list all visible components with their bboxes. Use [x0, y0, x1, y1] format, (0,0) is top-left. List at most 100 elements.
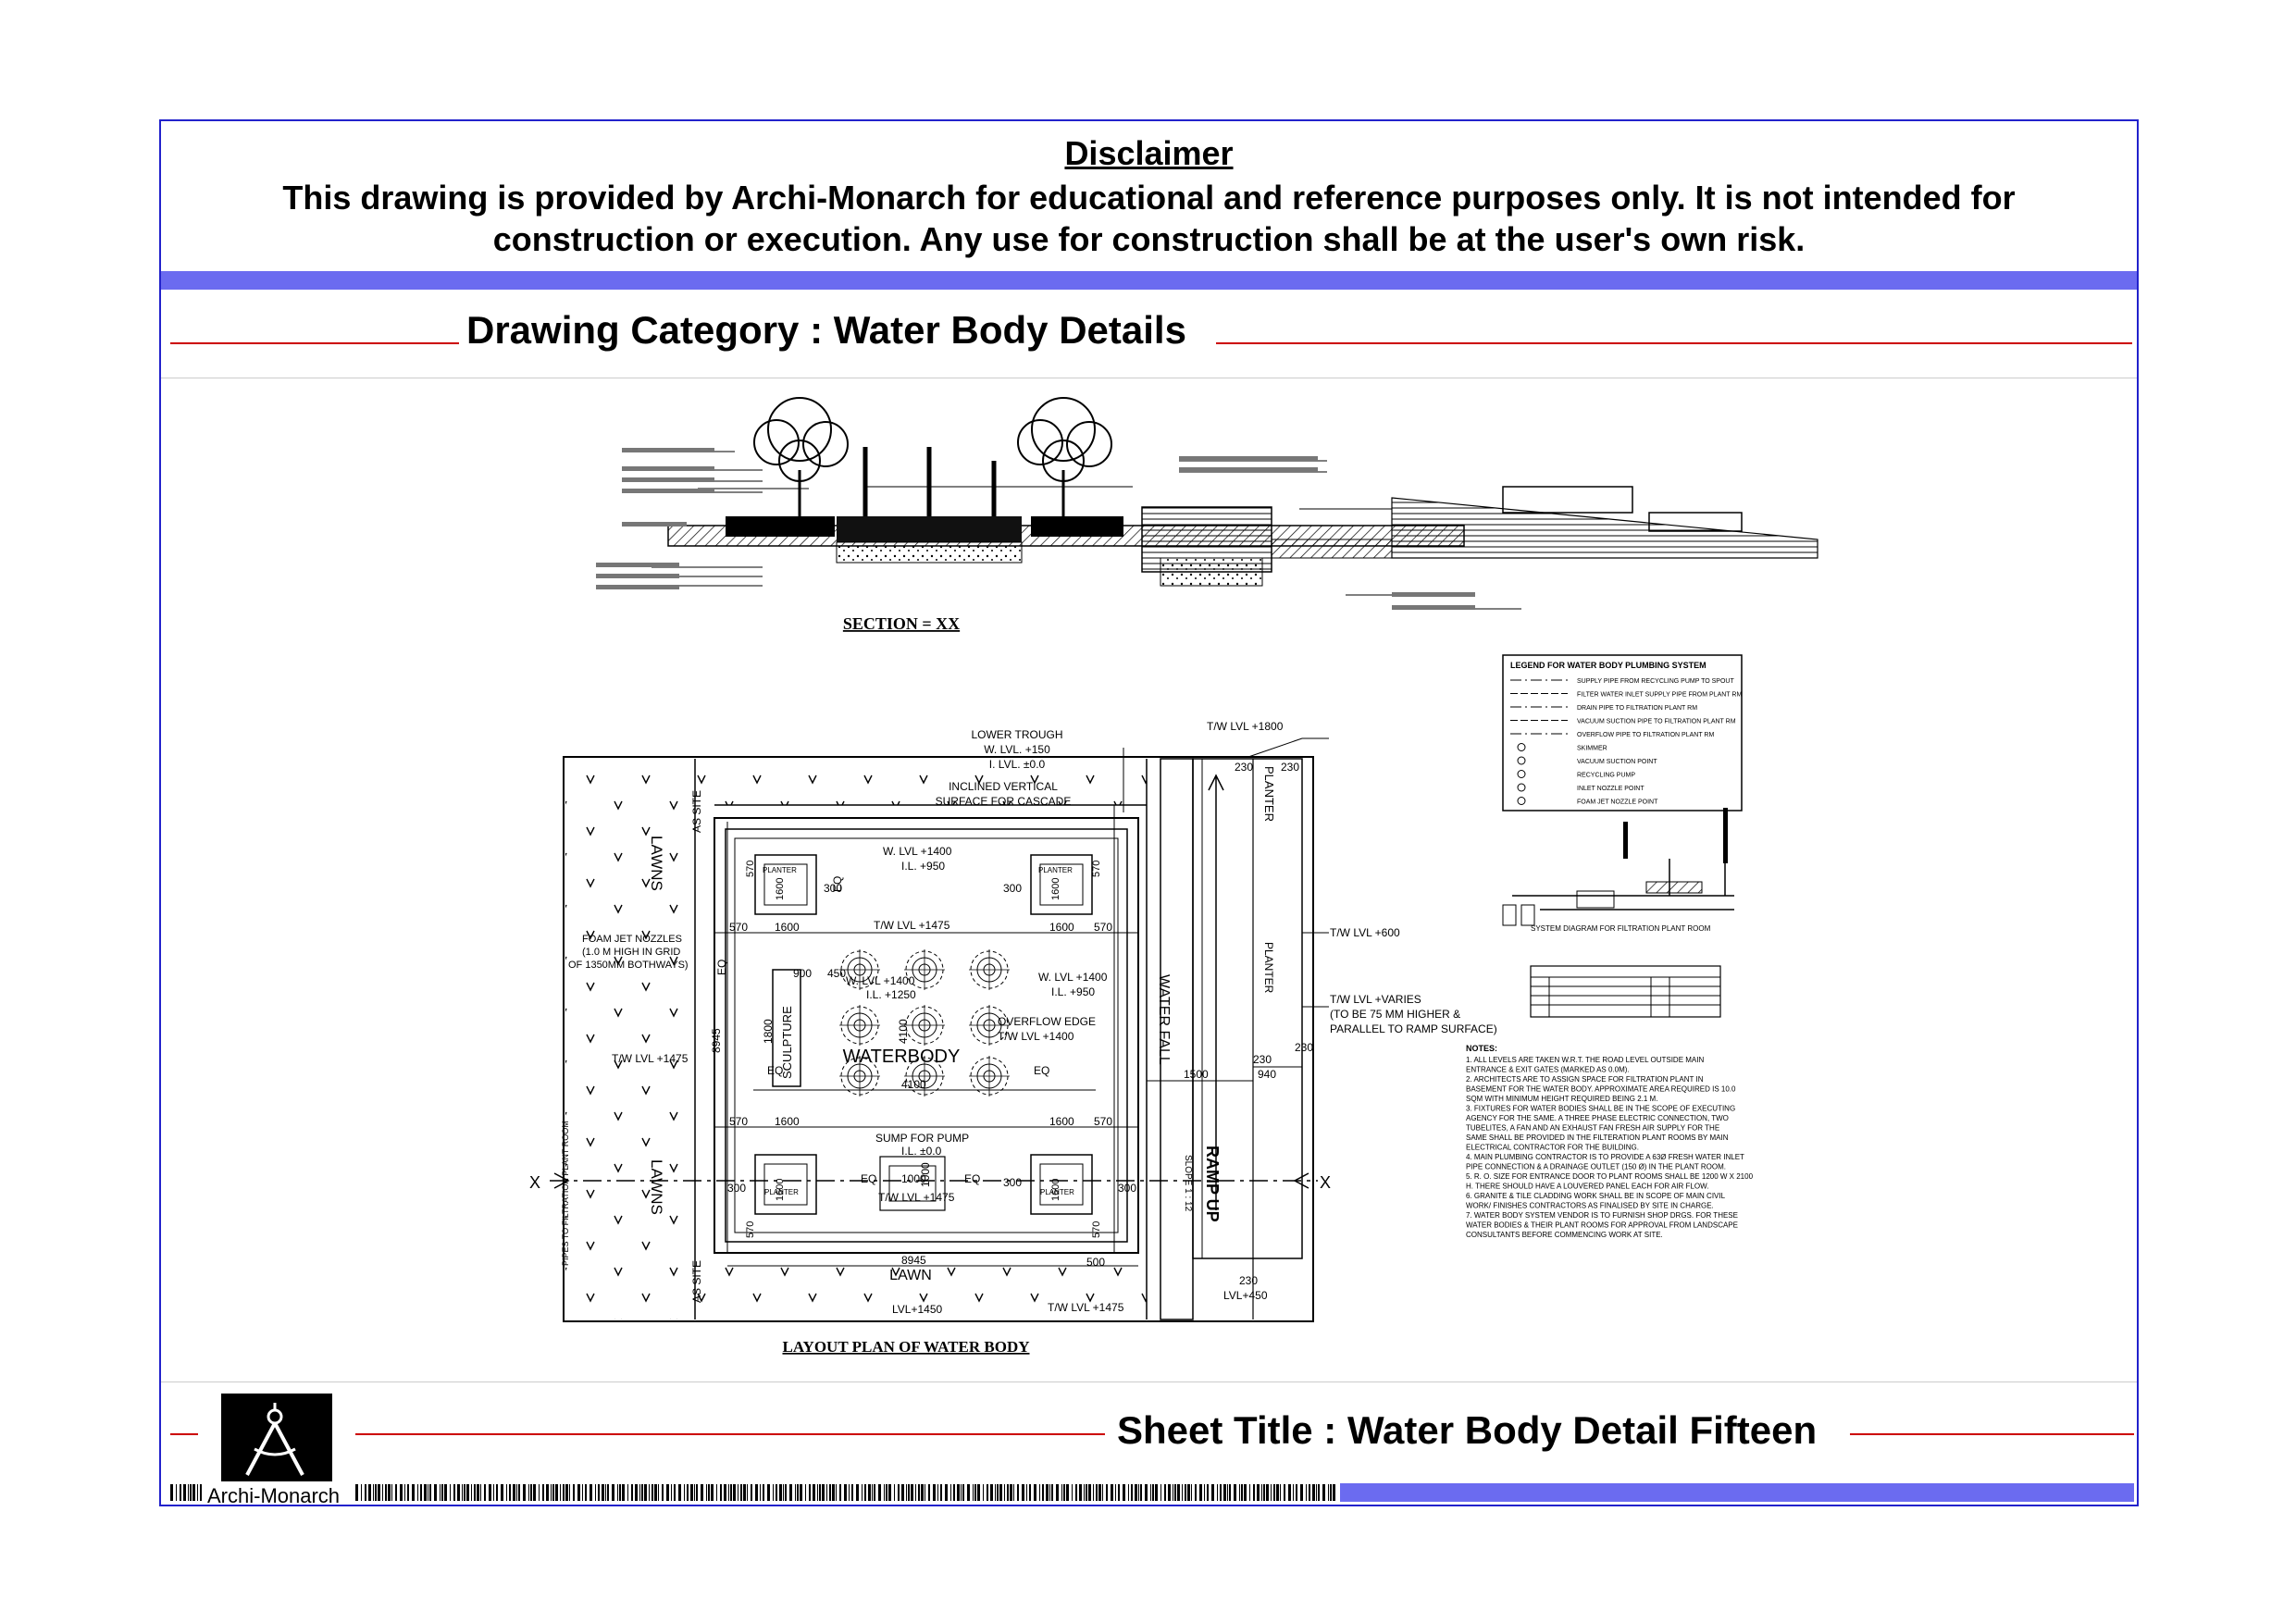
note-line: WATER BODIES & THEIR PLANT ROOMS FOR APP… [1466, 1221, 1738, 1230]
il-0: I. LVL. ±0.0 [989, 758, 1046, 771]
drawing-category: Drawing Category : Water Body Details [466, 308, 1186, 352]
dim-900: 900 [793, 967, 812, 980]
tw-varies-2: (TO BE 75 MM HIGHER & [1330, 1008, 1460, 1021]
lvl-450: LVL+450 [1223, 1289, 1268, 1302]
layout-plan: LAWNS LAWNS AS SITE AS SITE WATERBODY SC… [529, 720, 1497, 1356]
plan-waterbody: WATERBODY [843, 1047, 961, 1067]
plan-pipes: PIPES TO FILTRATION PLANT ROOM [561, 1121, 570, 1266]
tw-1475-bottom: T/W LVL +1475 [878, 1191, 955, 1204]
foam-jet-nozzle-icon [904, 949, 945, 990]
dim-230-e: 230 [1239, 1274, 1258, 1287]
w-lvl-1400-c: W. LVL +1400 [846, 974, 915, 987]
system-diagram-caption: SYSTEM DIAGRAM FOR FILTRATION PLANT ROOM [1531, 924, 1711, 933]
section-caption: SECTION = XX [843, 614, 960, 633]
note-line: WORK/ FINISHES CONTRACTORS AS FINALISED … [1466, 1202, 1714, 1210]
system-diagram: SYSTEM DIAGRAM FOR FILTRATION PLANT ROOM [1502, 808, 1734, 933]
planter-label-2: PLANTER [1038, 866, 1073, 874]
footer-rule-short [170, 1433, 198, 1435]
plan-water-fall: WATER FALL [1156, 974, 1172, 1065]
drawing-frame: Disclaimer This drawing is provided by A… [159, 119, 2139, 1507]
legend-item: OVERFLOW PIPE TO FILTRATION PLANT RM [1577, 732, 1714, 738]
rule-left [170, 342, 459, 344]
il-pm0: I.L. ±0.0 [901, 1145, 942, 1158]
disclaimer-line-2: construction or execution. Any use for c… [492, 220, 1806, 258]
blue-band [161, 271, 2137, 290]
barcode-strip [355, 1484, 1335, 1501]
foam-jet-nozzle-icon [904, 1056, 945, 1096]
note-line: AGENCY FOR THE SAME. A THREE PHASE ELECT… [1466, 1114, 1729, 1122]
plan-lawns-bottom: LAWNS [648, 1159, 665, 1215]
disclaimer-line-1: This drawing is provided by Archi-Monarc… [282, 179, 2016, 217]
sheet-title: Sheet Title : Water Body Detail Fifteen [1117, 1408, 1818, 1452]
dim-300-b: 300 [1003, 882, 1022, 895]
legend-symbol-icon [1517, 756, 1526, 765]
dim-450: 450 [827, 967, 846, 980]
plan-caption: LAYOUT PLAN OF WATER BODY [782, 1338, 1029, 1356]
dim-230-c: 230 [1281, 761, 1299, 774]
dim-230-b: 230 [1235, 761, 1253, 774]
electrical-legend-table [1530, 965, 1721, 1018]
plan-ramp-up: RAMP UP [1203, 1146, 1222, 1222]
legend-symbol-icon [1517, 783, 1526, 792]
eq-1: EQ [767, 1064, 783, 1077]
note-line: ELECTRICAL CONTRACTOR FOR THE BUILDING. [1466, 1144, 1639, 1152]
dim-1600-pv4: 1600 [1050, 1179, 1061, 1201]
section-mark-left: X [529, 1173, 540, 1192]
lvl-1450: LVL+1450 [892, 1303, 942, 1316]
footer: Archi-Monarch Sheet Title : Water Body D… [161, 1381, 2137, 1507]
dim-4100-v: 4100 [897, 1019, 910, 1044]
foam-jet-nozzle-icon [839, 949, 880, 990]
il-950-b: I.L. +950 [1051, 985, 1095, 998]
tw-1475-b: T/W LVL +1475 [1048, 1301, 1124, 1314]
planter-label-1: PLANTER [763, 866, 797, 874]
foam-jet-nozzle-icon [839, 1056, 880, 1096]
plan-as-site-bottom: AS SITE [690, 1260, 703, 1303]
inclined-line-1: INCLINED VERTICAL [949, 780, 1058, 793]
dim-1000: 1000 [919, 1162, 932, 1187]
legend-item: INLET NOZZLE POINT [1577, 786, 1644, 792]
dim-1600-d: 1600 [1049, 1115, 1074, 1128]
dim-570-v4: 570 [1091, 1221, 1102, 1238]
tw-1800: T/W LVL +1800 [1207, 720, 1284, 733]
note-line: SAME SHALL BE PROVIDED IN THE FILTERATIO… [1466, 1134, 1729, 1142]
plan-as-site-top: AS SITE [690, 790, 703, 833]
dim-300-d: 300 [1118, 1182, 1136, 1195]
il-950: I.L. +950 [901, 860, 945, 873]
plan-planter-vertical-2: PLANTER [1262, 942, 1275, 994]
foam-jet-nozzle-icon [904, 1005, 945, 1046]
note-line: 3. FIXTURES FOR WATER BODIES SHALL BE IN… [1466, 1105, 1735, 1113]
tw-1400: T/W LVL +1400 [998, 1030, 1074, 1043]
drawing-area: SECTION = XX LEGEND FOR WATER BODY PLUMB… [161, 378, 2137, 1381]
dim-570-c: 570 [729, 1115, 748, 1128]
plan-planter-vertical: PLANTER [1262, 766, 1276, 822]
legend-item: VACUUM SUCTION POINT [1577, 759, 1657, 765]
note-line: PIPE CONNECTION & A DRAINAGE OUTLET (150… [1466, 1163, 1726, 1171]
dim-570-v3: 570 [745, 1221, 756, 1238]
dim-1000-h: 1000 [901, 1172, 926, 1185]
dim-300-a: 300 [824, 882, 842, 895]
foam-jet-nozzle-icon [969, 1005, 1010, 1046]
section-mark-right: X [1320, 1173, 1331, 1192]
legend-item: SUPPLY PIPE FROM RECYCLING PUMP TO SPOUT [1577, 678, 1734, 685]
tw-600: T/W LVL +600 [1330, 926, 1400, 939]
eq-5: EQ [715, 960, 728, 975]
tw-varies-1: T/W LVL +VARIES [1330, 993, 1421, 1006]
dim-1500: 1500 [1184, 1068, 1209, 1081]
il-1250: I.L. +1250 [866, 988, 916, 1001]
dim-1600-c: 1600 [775, 1115, 800, 1128]
eq-2: EQ [1034, 1064, 1049, 1077]
dim-570-b: 570 [1094, 921, 1112, 934]
notes-title: NOTES: [1466, 1044, 1497, 1053]
dim-300-c: 300 [727, 1182, 746, 1195]
eq-6: EQ [831, 876, 844, 892]
dim-4100-h: 4100 [901, 1078, 926, 1091]
legend-symbol-icon [1517, 797, 1526, 805]
inclined-line-2: SURFACE FOR CASCADE [936, 795, 1072, 808]
note-line: H. THERE SHOULD HAVE A LOUVERED PANEL EA… [1466, 1183, 1708, 1191]
overflow-edge: OVERFLOW EDGE [998, 1015, 1096, 1028]
dim-570-a: 570 [729, 921, 748, 934]
dim-540: 500 [1086, 1256, 1105, 1269]
section-xx: SECTION = XX [596, 397, 1818, 633]
footer-rule-left [355, 1433, 1105, 1435]
dim-570-v2: 570 [1091, 861, 1102, 877]
